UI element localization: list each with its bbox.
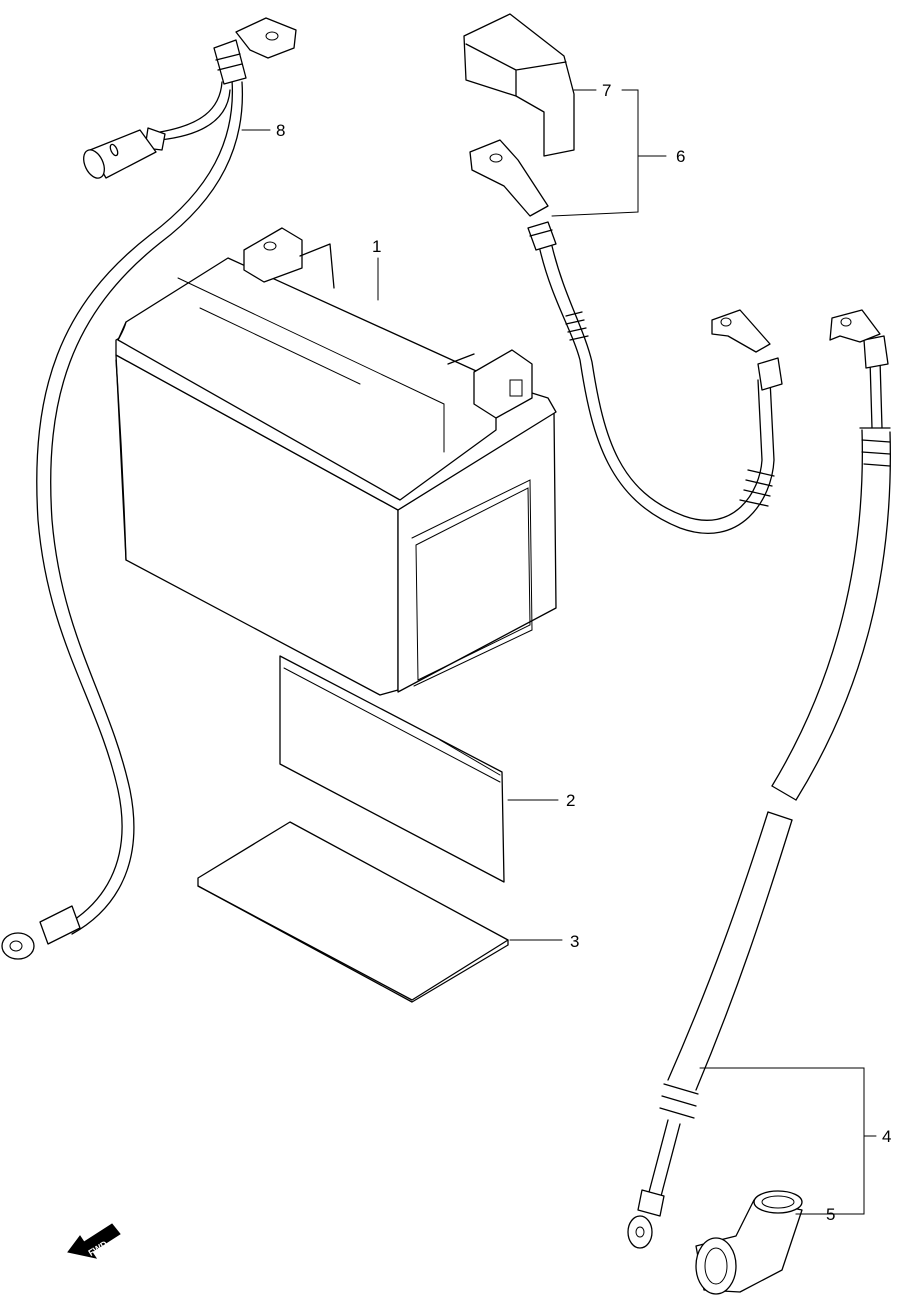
part-7-terminal-cover[interactable] [463,13,575,157]
part-3-pad[interactable] [197,821,509,1003]
callout-3: 3 [570,932,579,951]
callout-2: 2 [566,791,575,810]
part-6-cable[interactable] [469,139,783,534]
callout-5: 5 [826,1205,835,1224]
callout-7: 7 [602,81,611,100]
callout-4: 4 [882,1127,891,1146]
part-8-wire-harness[interactable] [1,17,297,960]
callout-1: 1 [372,237,381,256]
part-4-long-cable[interactable] [627,309,891,1249]
part-2-plate[interactable] [279,655,505,883]
part-1-battery[interactable] [115,227,557,696]
fwd-arrow-icon: FWD [67,1223,121,1259]
callout-6: 6 [676,147,685,166]
leader-lines [241,89,877,1215]
part-5-elbow-cap[interactable] [695,1190,803,1295]
callout-8: 8 [276,121,285,140]
